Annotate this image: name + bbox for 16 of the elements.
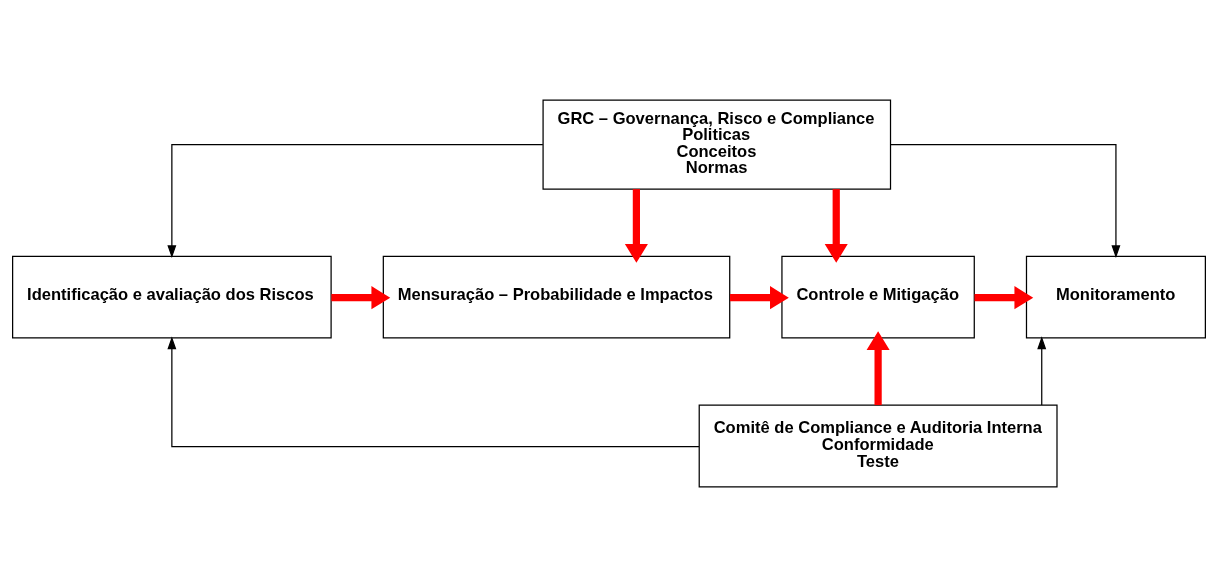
arrow	[331, 285, 391, 309]
node-box: GRC – Governança, Risco e Compliance Politicas Conceitos Normas	[542, 99, 892, 190]
node-box: Controle e Mitigação	[781, 255, 975, 339]
arrow	[624, 188, 648, 263]
arrow	[824, 188, 848, 263]
arrow	[167, 143, 544, 258]
arrow	[866, 330, 890, 405]
arrow	[890, 143, 1121, 258]
node-box: Monitoramento	[1025, 255, 1206, 339]
arrow	[730, 285, 789, 309]
arrow	[974, 285, 1034, 309]
node-box: Comitê de Compliance e Auditoria Interna Conformidade Teste	[698, 404, 1058, 487]
arrow	[167, 335, 700, 447]
node-box: Mensuração – Probabilidade e Impactos	[382, 255, 731, 339]
node-box: Identificação e avaliação dos Riscos	[12, 255, 332, 339]
arrow	[1037, 335, 1047, 406]
